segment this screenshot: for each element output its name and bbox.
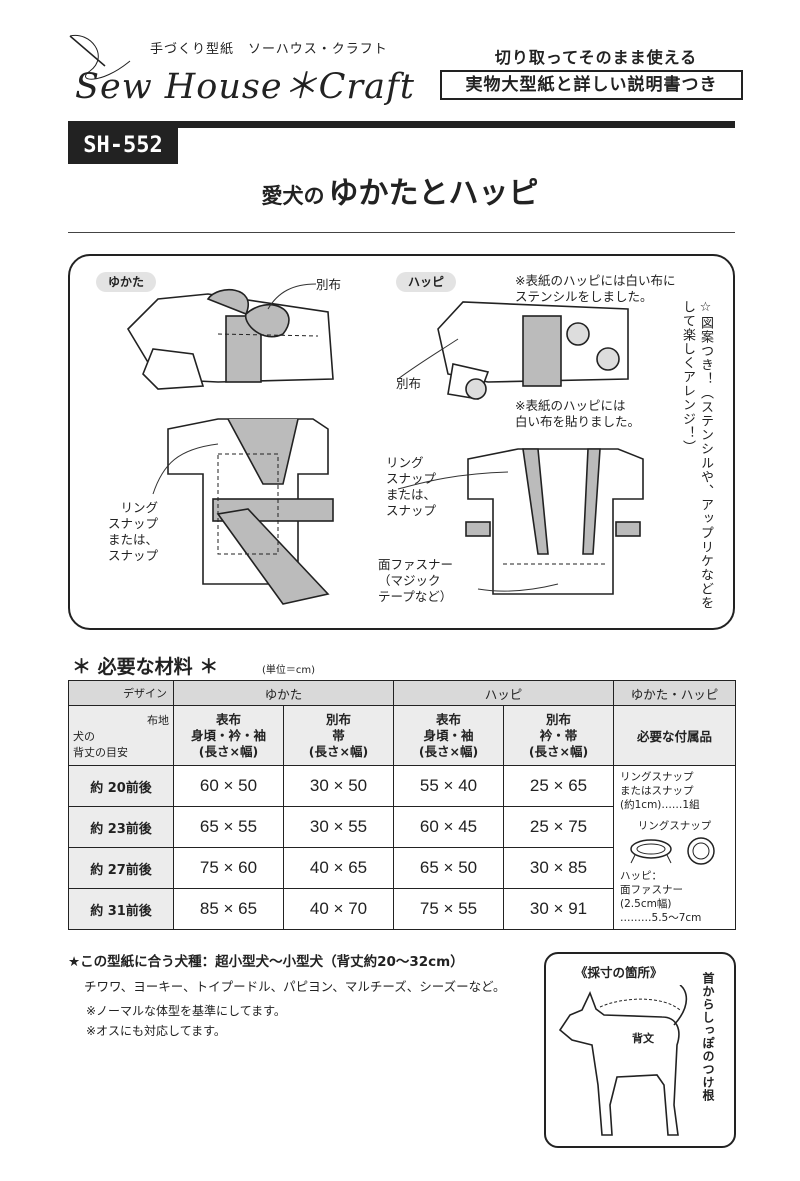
accessory-snap-text: リングスナップ またはスナップ (約1cm)……1組 bbox=[620, 771, 700, 811]
brand-logo: Sew House＊Craft bbox=[75, 67, 415, 107]
cell-value: 55 × 40 bbox=[393, 765, 505, 807]
page-title: 愛犬のゆかたとハッピ bbox=[0, 168, 800, 212]
product-code: SH-552 bbox=[68, 128, 178, 164]
accessories-cell: リングスナップ またはスナップ (約1cm)……1組 リングスナップ ハッピ： … bbox=[613, 765, 737, 930]
tagline-top: 切り取ってそのまま使える bbox=[494, 48, 698, 67]
title-rule bbox=[68, 232, 735, 233]
cell-value: 85 × 65 bbox=[173, 888, 284, 930]
cell-value: 65 × 55 bbox=[173, 806, 284, 848]
happi-stencil-note: ※表紙のハッピには白い布に ステンシルをしました。 bbox=[515, 273, 676, 304]
header-design: デザイン bbox=[68, 680, 174, 706]
cell-value: 30 × 91 bbox=[503, 888, 615, 930]
row-label: 約 31前後 bbox=[68, 888, 174, 930]
happi-front-drawing bbox=[465, 448, 644, 595]
back-length-label: 背文 bbox=[632, 1032, 654, 1045]
cell-value: 75 × 60 bbox=[173, 847, 284, 889]
yukata-tag: ゆかた bbox=[96, 272, 157, 292]
note-body-type: ※ノーマルな体型を基準にしてます。 bbox=[86, 1004, 286, 1018]
header-col2: 別布 帯 (長さ×幅) bbox=[282, 705, 395, 766]
cell-value: 30 × 55 bbox=[282, 806, 395, 848]
accessory-caption: リングスナップ bbox=[637, 820, 712, 832]
title-main: ゆかたとハッピ bbox=[328, 176, 539, 211]
measurement-vertical-label: 首からしっぽのつけ根 bbox=[701, 972, 715, 1102]
ring-snap-icon bbox=[629, 837, 715, 865]
cell-value: 30 × 50 bbox=[282, 765, 395, 807]
header-col3: 表布 身頃・袖 (長さ×幅) bbox=[393, 705, 505, 766]
cell-value: 40 × 65 bbox=[282, 847, 395, 889]
header-yukata: ゆかた bbox=[172, 680, 395, 706]
illustration-panel bbox=[68, 254, 735, 630]
row-label: 約 20前後 bbox=[68, 765, 174, 807]
fit-breeds-heading: ★この型紙に合う犬種：超小型犬〜小型犬（背丈約20〜32cm） bbox=[68, 954, 464, 970]
measurement-title: 《採寸の箇所》 bbox=[575, 965, 663, 980]
cell-value: 25 × 65 bbox=[503, 765, 615, 807]
happi-ring-snap-label: リング スナップ または、 スナップ bbox=[386, 455, 437, 518]
cell-value: 75 × 55 bbox=[393, 888, 505, 930]
cell-value: 40 × 70 bbox=[282, 888, 395, 930]
header-corner: 布地 犬の 背丈の目安 bbox=[68, 705, 174, 766]
happi-tag: ハッピ bbox=[396, 272, 457, 292]
cell-value: 60 × 50 bbox=[173, 765, 284, 807]
breeds-list: チワワ、ヨーキー、トイプードル、パピヨン、マルチーズ、シーズーなど。 bbox=[84, 979, 506, 994]
row-label: 約 23前後 bbox=[68, 806, 174, 848]
row-label: 約 27前後 bbox=[68, 847, 174, 889]
cell-value: 25 × 75 bbox=[503, 806, 615, 848]
header-col1: 表布 身頃・衿・袖 (長さ×幅) bbox=[173, 705, 284, 766]
measurement-box bbox=[544, 952, 736, 1148]
table-row: 約 31前後 85 × 65 40 × 70 75 × 55 30 × 91 bbox=[68, 888, 736, 930]
materials-unit: (単位＝cm) bbox=[262, 665, 316, 676]
tagline-box: 実物大型紙と詳しい説明書つき bbox=[440, 70, 743, 100]
note-male: ※オスにも対応してます。 bbox=[86, 1024, 226, 1038]
accessory-happi-text: ハッピ： 面ファスナー (2.5cm幅) ………5.5〜7cm bbox=[620, 870, 702, 924]
table-row: 約 20前後 60 × 50 30 × 50 55 × 40 25 × 65 リ… bbox=[68, 765, 737, 930]
yukata-betsu-label: 別布 bbox=[316, 277, 342, 292]
table-row: 約 23前後 65 × 55 30 × 55 60 × 45 25 × 75 bbox=[68, 806, 736, 848]
cell-value: 65 × 50 bbox=[393, 847, 505, 889]
title-prefix: 愛犬の bbox=[261, 184, 325, 208]
materials-table: デザイン ゆかた ハッピ ゆかた・ハッピ 布地 犬の 背丈の目安 表布 身頃・衿… bbox=[68, 680, 737, 930]
header-happi: ハッピ bbox=[393, 680, 615, 706]
header-both: ゆかた・ハッピ bbox=[613, 680, 737, 706]
brand-subtitle: 手づくり型紙 ソーハウス・クラフト bbox=[150, 42, 388, 57]
design-vertical-note: ☆図案つき！（ステンシルや、アップリケなどをして楽しくアレンジ！） bbox=[680, 300, 713, 610]
cell-value: 60 × 45 bbox=[393, 806, 505, 848]
header-fabric: 布地 bbox=[147, 713, 169, 727]
header-col4: 別布 衿・帯 (長さ×幅) bbox=[503, 705, 615, 766]
header-dog-size: 犬の 背丈の目安 bbox=[73, 729, 128, 759]
happi-cloth-note: ※表紙のハッピには 白い布を貼りました。 bbox=[515, 398, 641, 429]
happi-side-drawing bbox=[437, 301, 629, 400]
header-rule bbox=[68, 121, 735, 128]
yukata-side-drawing bbox=[126, 288, 334, 390]
happi-betsu-label: 別布 bbox=[396, 376, 422, 391]
velcro-label: 面ファスナー （マジック テープなど） bbox=[378, 557, 454, 604]
dog-silhouette-icon bbox=[558, 985, 688, 1136]
yukata-ring-snap-label: リング スナップ または、 スナップ bbox=[107, 500, 158, 563]
yukata-front-drawing bbox=[167, 418, 334, 605]
header-col5: 必要な付属品 bbox=[613, 705, 737, 766]
needle-thread-icon bbox=[69, 34, 131, 80]
cell-value: 30 × 85 bbox=[503, 847, 615, 889]
garment-illustrations bbox=[126, 283, 644, 605]
materials-title: ＊ 必要な材料 ＊ bbox=[72, 656, 219, 678]
